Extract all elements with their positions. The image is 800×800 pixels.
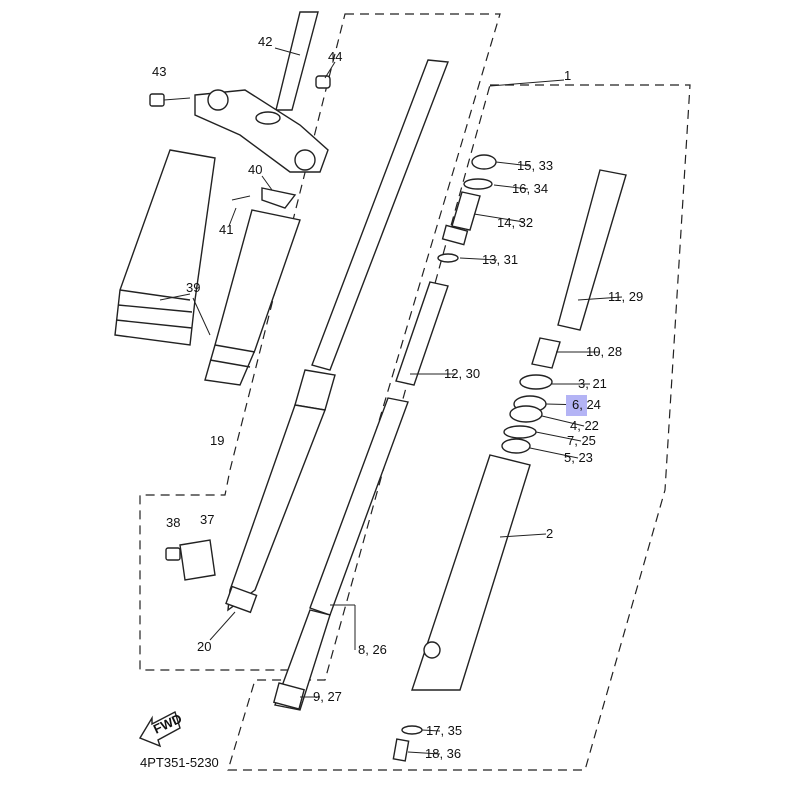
label-2: 2: [546, 526, 553, 541]
label-17-35: 17, 35: [426, 723, 462, 738]
damper-parts: [395, 154, 497, 386]
label-42: 42: [258, 34, 272, 49]
label-16-34: 16, 34: [512, 181, 548, 196]
steering-stem: [149, 11, 331, 173]
label-6-24[interactable]: 6, 24: [572, 397, 601, 412]
label-1: 1: [564, 68, 571, 83]
label-39: 39: [186, 280, 200, 295]
label-5-23: 5, 23: [564, 450, 593, 465]
label-41: 41: [219, 222, 233, 237]
label-12-30: 12, 30: [444, 366, 480, 381]
label-8-26: 8, 26: [358, 642, 387, 657]
label-19: 19: [210, 433, 224, 448]
label-38: 38: [166, 515, 180, 530]
callout-labels: 42 44 43 1 40 15, 33 16, 34 14, 32 41 13…: [140, 34, 643, 770]
label-4-22: 4, 22: [570, 418, 599, 433]
left-fork-tube: [165, 59, 449, 614]
inner-tube: [272, 397, 409, 711]
label-14-32: 14, 32: [497, 215, 533, 230]
label-13-31: 13, 31: [482, 252, 518, 267]
label-7-25: 7, 25: [567, 433, 596, 448]
label-10-28: 10, 28: [586, 344, 622, 359]
label-highlight: [566, 395, 587, 416]
label-37: 37: [200, 512, 214, 527]
diagram-code: 4PT351-5230: [140, 755, 219, 770]
label-15-33: 15, 33: [517, 158, 553, 173]
label-18-36: 18, 36: [425, 746, 461, 761]
label-43: 43: [152, 64, 166, 79]
label-20: 20: [197, 639, 211, 654]
label-44: 44: [328, 49, 342, 64]
fwd-arrow-icon: FWD: [138, 711, 184, 748]
label-9-27: 9, 27: [313, 689, 342, 704]
label-3-21: 3, 21: [578, 376, 607, 391]
label-40: 40: [248, 162, 262, 177]
label-11-29: 11, 29: [608, 289, 643, 304]
right-fork: [392, 169, 627, 762]
fork-boots: [114, 149, 301, 386]
